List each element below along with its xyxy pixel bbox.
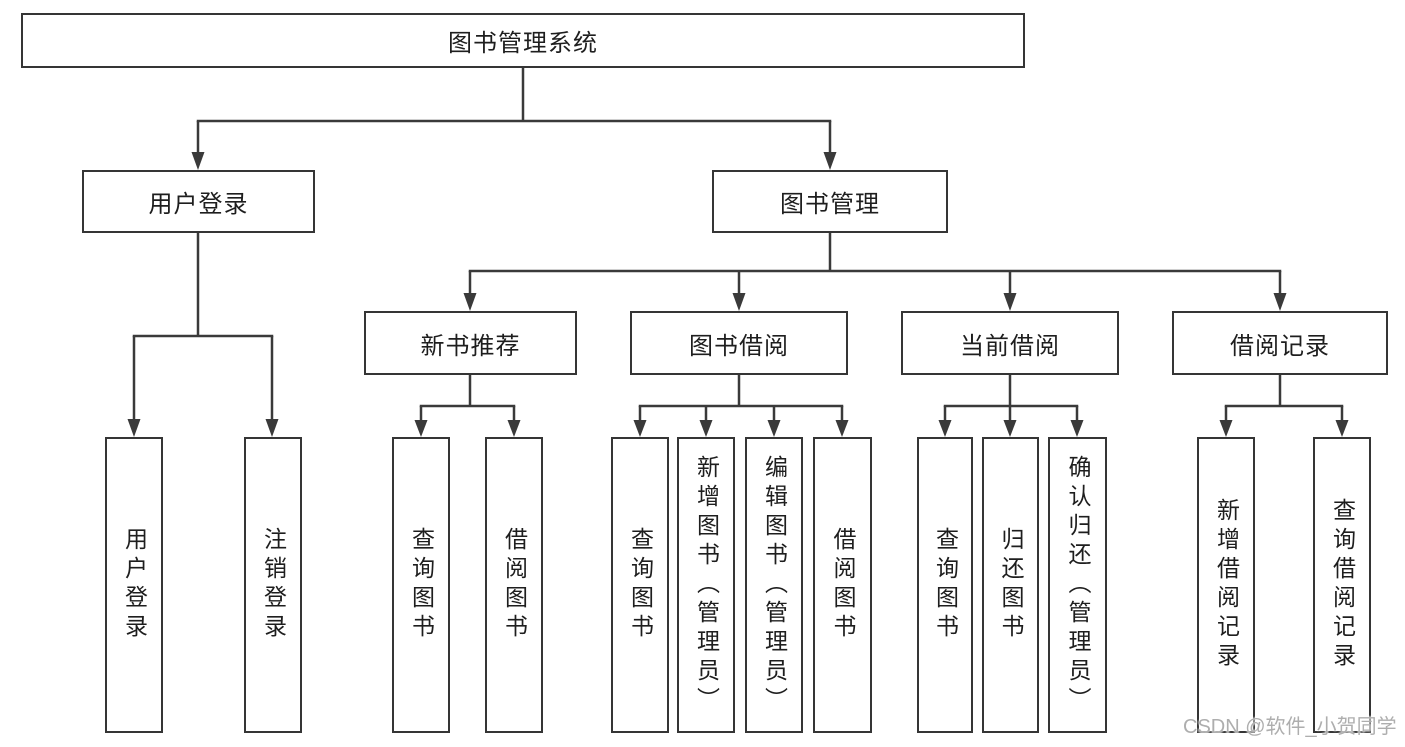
node-label: 图书借阅: [689, 332, 789, 360]
leaf-query-borrow-record: 查询借阅记录: [1313, 437, 1371, 733]
node-label: 归还图书: [998, 527, 1024, 643]
node-borrow-records: 借阅记录: [1172, 311, 1388, 375]
node-label: 查询图书: [627, 527, 654, 643]
node-book-management: 图书管理: [712, 170, 948, 233]
node-label: 编辑图书（管理员）: [761, 454, 788, 716]
leaf-query-books-current: 查询图书: [917, 437, 973, 733]
leaf-query-books-borrow: 查询图书: [611, 437, 669, 733]
leaf-logout: 注销登录: [244, 437, 302, 733]
node-label: 确认归还（管理员）: [1065, 454, 1091, 716]
node-current-borrow: 当前借阅: [901, 311, 1119, 375]
leaf-user-login: 用户登录: [105, 437, 163, 733]
node-label: 新书推荐: [420, 332, 521, 360]
leaf-borrow-books: 借阅图书: [813, 437, 872, 733]
node-label: 用户登录: [148, 191, 249, 218]
node-label: 借阅图书: [830, 527, 856, 643]
node-book-borrow: 图书借阅: [630, 311, 848, 375]
node-label: 用户登录: [121, 527, 148, 643]
node-new-book-recommend: 新书推荐: [364, 311, 577, 375]
node-label: 查询借阅记录: [1329, 498, 1356, 672]
leaf-add-book-admin: 新增图书（管理员）: [677, 437, 735, 733]
node-label: 查询图书: [408, 527, 435, 643]
node-label: 新增借阅记录: [1213, 498, 1240, 672]
leaf-edit-book-admin: 编辑图书（管理员）: [745, 437, 803, 733]
node-label: 注销登录: [260, 527, 287, 643]
csdn-watermark: CSDN @软件_小贺同学: [1183, 716, 1397, 738]
leaf-return-book: 归还图书: [982, 437, 1039, 733]
node-label: 借阅记录: [1230, 332, 1330, 360]
node-label: 图书管理系统: [448, 30, 598, 57]
node-label: 新增图书（管理员）: [693, 454, 720, 716]
node-label: 图书管理: [780, 191, 880, 218]
leaf-borrow-books-recommend: 借阅图书: [485, 437, 543, 733]
node-label: 借阅图书: [501, 527, 528, 643]
leaf-query-books-recommend: 查询图书: [392, 437, 450, 733]
node-label: 查询图书: [932, 527, 959, 643]
node-label: 当前借阅: [960, 332, 1060, 360]
node-root-library-system: 图书管理系统: [21, 13, 1025, 68]
leaf-add-borrow-record: 新增借阅记录: [1197, 437, 1255, 733]
leaf-confirm-return-admin: 确认归还（管理员）: [1048, 437, 1107, 733]
node-user-login: 用户登录: [82, 170, 315, 233]
